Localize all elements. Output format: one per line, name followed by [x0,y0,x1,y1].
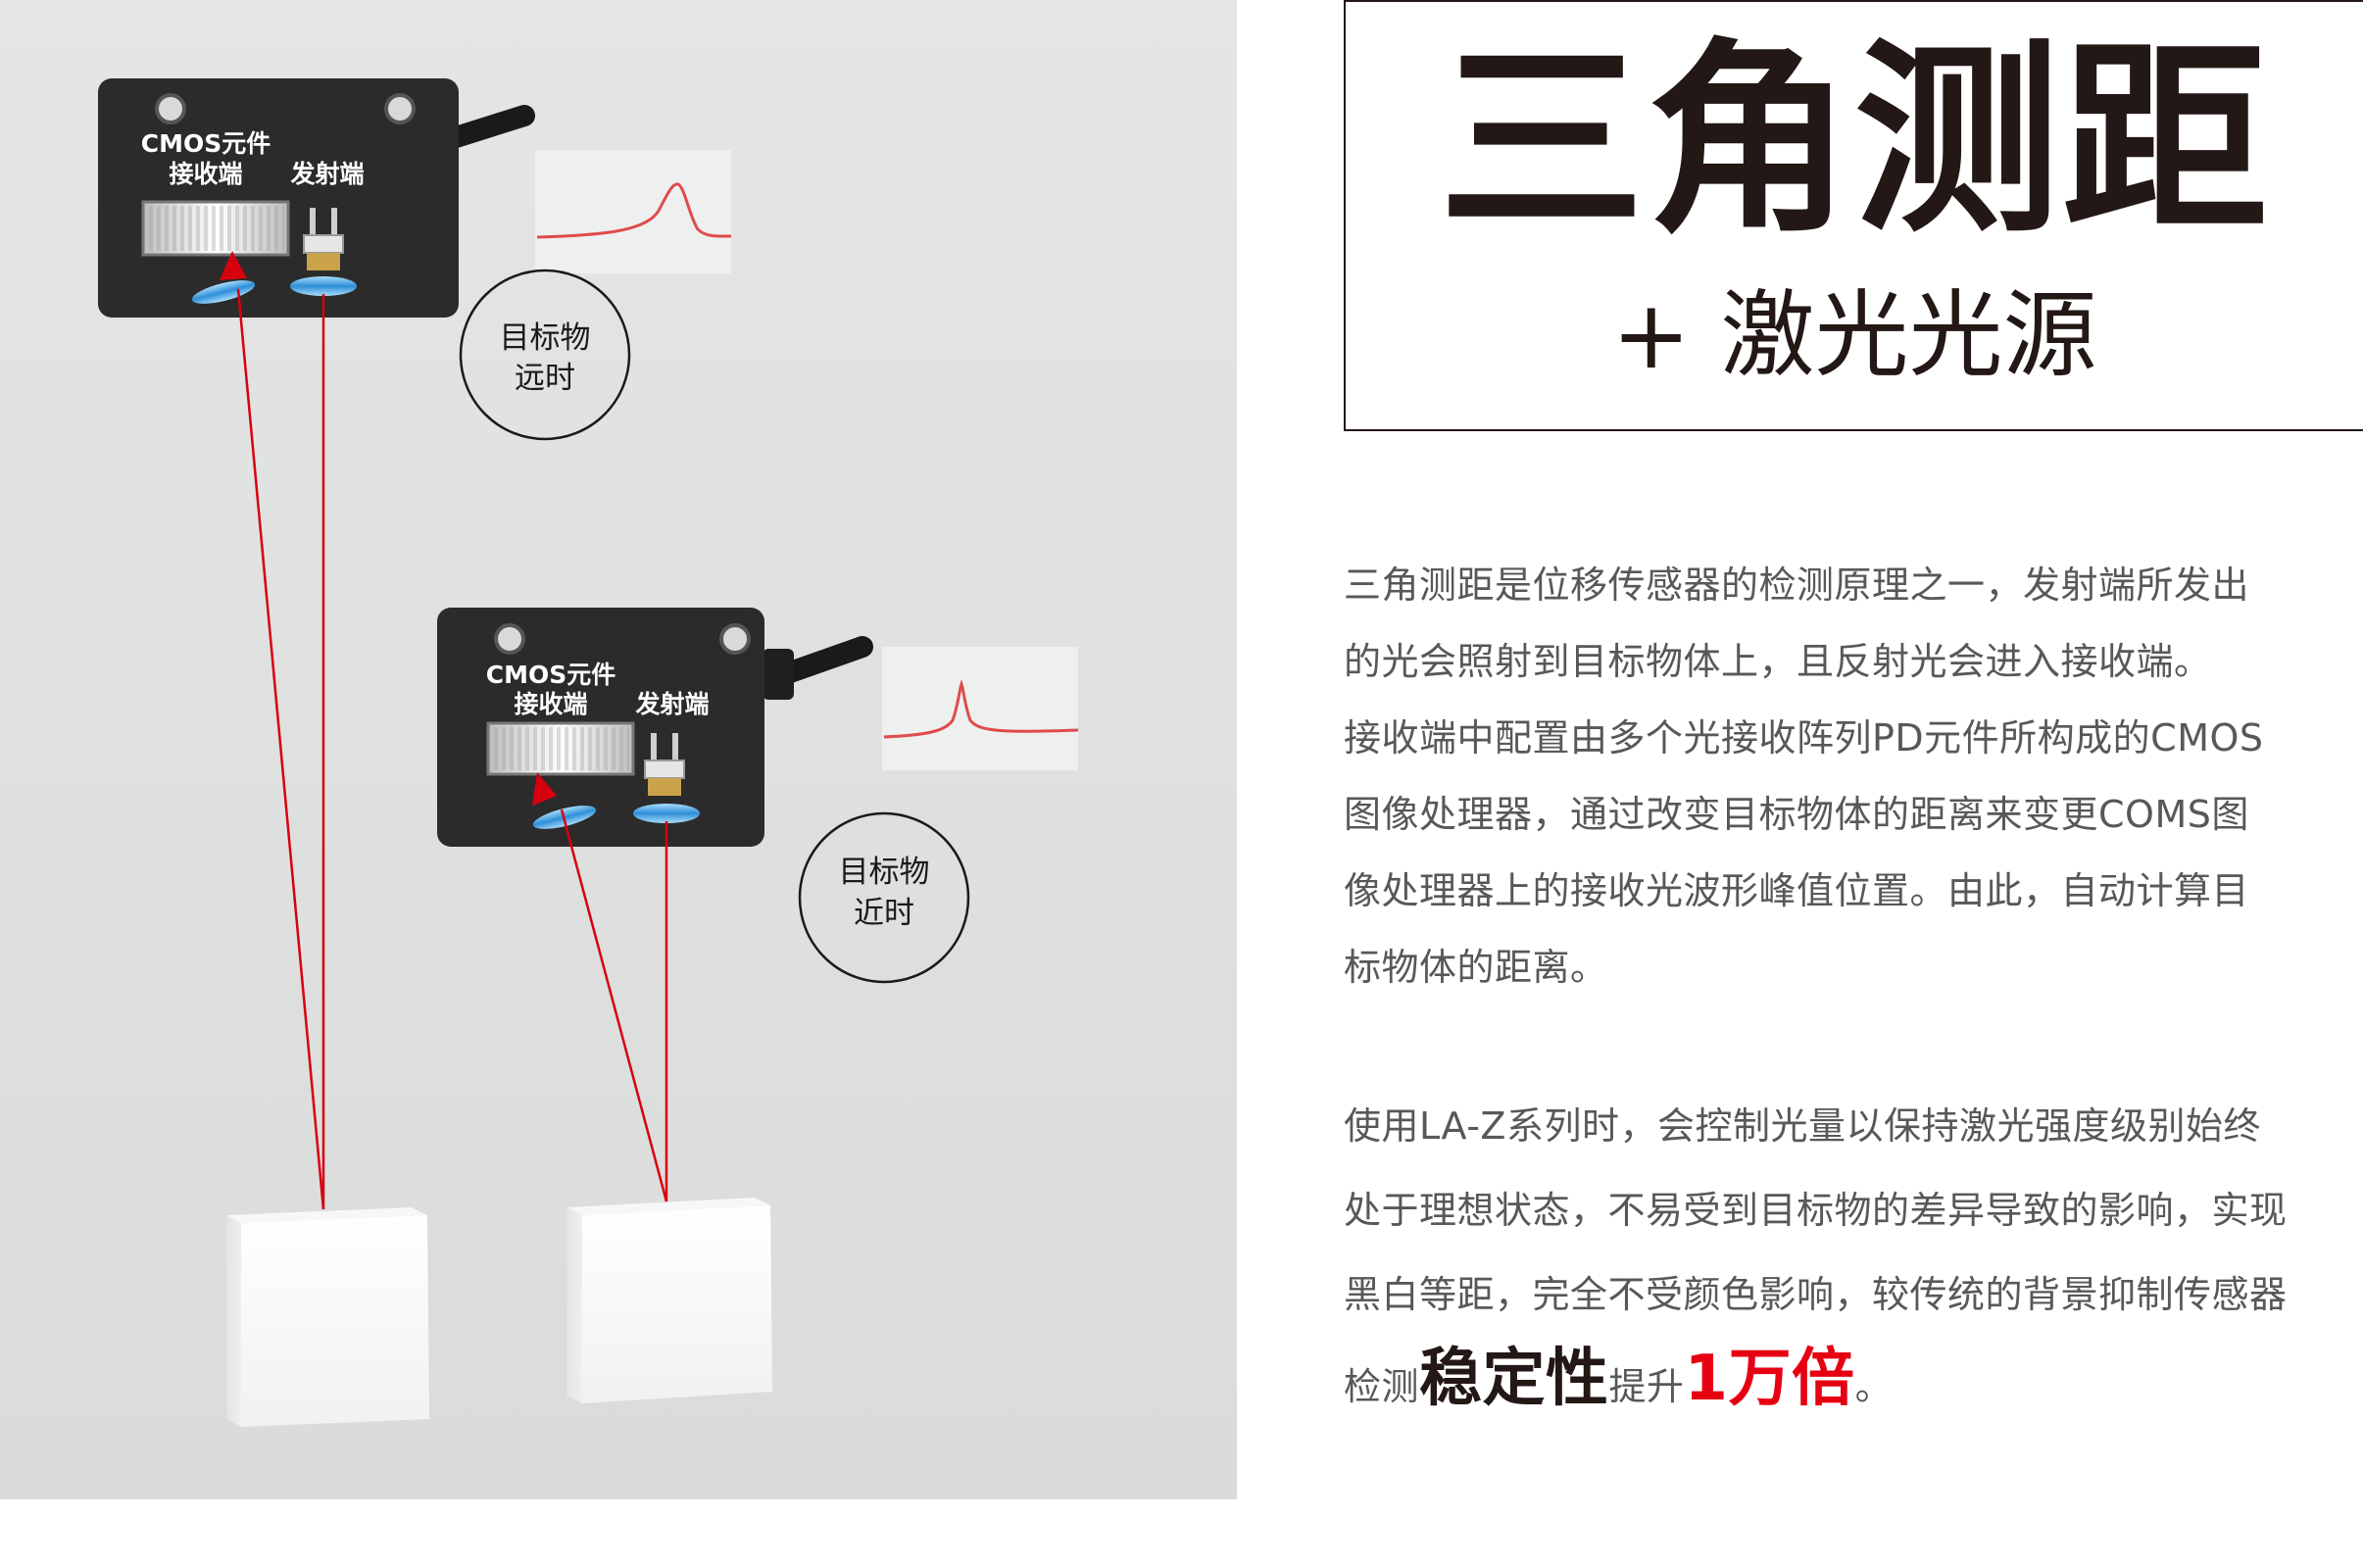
page-subtitle: + 激光光源 [1611,280,2097,390]
far-reflected-arrowhead [220,251,247,280]
far-target-cube [226,1207,429,1427]
para1-line: 图像处理器，通过改变目标物体的距离来变更COMS图 [1344,793,2249,836]
far-receiver-label-line2: 接收端 [169,160,242,188]
near-sensor-cable-gland [763,649,794,700]
para2-line: 处于理想状态，不易受到目标物的差异导致的影响，实现 [1344,1189,2288,1232]
far-callout-line2: 远时 [515,361,575,396]
stability-emphasis: 稳定性 [1419,1343,1609,1415]
near-callout-line1: 目标物 [839,855,930,890]
triangulation-diagram: CMOS元件 接收端 发射端 目标物 远时 [98,78,1079,1427]
near-mounting-hole-right [719,623,751,655]
far-emitter-lens [290,276,357,296]
far-receiver-lens [191,280,256,304]
near-callout: 目标物 近时 [798,811,970,984]
near-receiver-label-line2: 接收端 [514,690,587,718]
far-callout-line1: 目标物 [500,320,591,356]
para1-line: 三角测距是位移传感器的检测原理之一，发射端所发出 [1344,564,2250,607]
para2-last-prefix: 检测 [1344,1365,1420,1408]
near-callout-line2: 近时 [854,896,914,931]
para1-line: 像处理器上的接收光波形峰值位置。由此，自动计算目 [1344,869,2250,912]
near-reflected-beam [560,808,668,1202]
para1-line: 的光会照射到目标物体上，且反射光会进入接收端。 [1344,640,2212,683]
near-sensor: CMOS元件 接收端 发射端 [437,608,873,847]
near-mounting-hole-left [494,623,525,655]
far-mounting-hole-left [155,93,186,124]
far-waveform [535,150,732,273]
description-paragraph-2: 使用LA-Z系列时，会控制光量以保持激光强度级别始终 处于理想状态，不易受到目标… [1344,1084,2363,1429]
title-box: 三角测距 + 激光光源 [1344,0,2363,431]
near-receiver-label-line1: CMOS元件 [486,661,615,689]
far-mounting-hole-right [384,93,416,124]
near-target-cube [566,1198,772,1403]
page-title: 三角测距 [1438,21,2270,261]
near-laser-emitter [644,733,685,796]
improvement-factor-emphasis: 1万倍 [1684,1343,1855,1415]
para1-line: 接收端中配置由多个光接收阵列PD元件所构成的CMOS [1344,716,2264,760]
far-waveform-curve [536,182,732,239]
para2-line: 黑白等距，完全不受颜色影响，较传统的背景抑制传感器 [1344,1273,2288,1316]
far-callout: 目标物 远时 [459,269,631,441]
near-emitter-label: 发射端 [634,690,709,718]
near-emitter-lens [633,804,700,823]
para2-last-suffix: 。 [1854,1365,1894,1408]
far-laser-emitter [303,208,344,270]
far-emitter-label: 发射端 [289,160,364,188]
near-waveform [882,647,1079,770]
far-sensor-body [98,78,459,318]
para1-line: 标物体的距离。 [1344,946,1608,989]
far-reflected-beam [236,288,325,1210]
description-paragraph-1: 三角测距是位移传感器的检测原理之一，发射端所发出 的光会照射到目标物体上，且反射… [1344,547,2363,1005]
para2-last-middle: 提升 [1608,1365,1685,1408]
near-waveform-curve [883,679,1079,739]
far-sensor: CMOS元件 接收端 发射端 [98,78,535,318]
near-reflected-arrowhead [532,772,557,806]
para2-line: 使用LA-Z系列时，会控制光量以保持激光强度级别始终 [1344,1104,2261,1148]
far-receiver-label-line1: CMOS元件 [141,129,271,158]
